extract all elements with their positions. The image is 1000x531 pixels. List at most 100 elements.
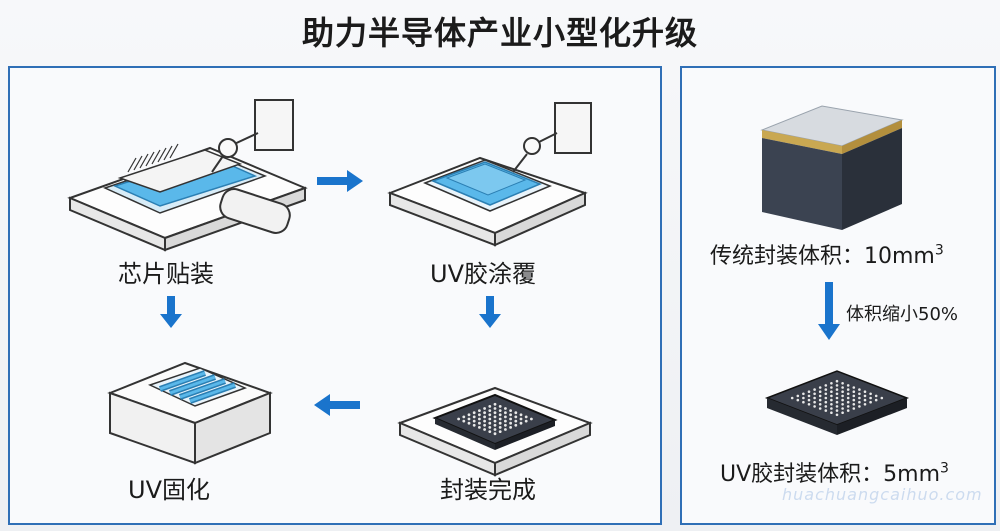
solder-ball [524, 415, 528, 419]
solder-ball [493, 402, 497, 406]
chip-mounting-illustration [67, 99, 308, 252]
solder-ball [880, 396, 884, 400]
page-title: 助力半导体产业小型化升级 [301, 14, 698, 52]
solder-ball [852, 398, 856, 402]
solder-ball [498, 426, 502, 429]
solder-ball [813, 400, 816, 404]
solder-ball [488, 421, 492, 425]
solder-ball [498, 409, 502, 412]
arrow-down-icon [818, 282, 840, 340]
solder-ball [874, 394, 878, 398]
solder-ball [869, 392, 872, 396]
process-panel: 芯片贴装 UV胶涂覆 封装完成 UV固化 [8, 66, 662, 525]
solder-ball [818, 394, 822, 398]
solder-ball [807, 403, 811, 406]
solder-ball [858, 392, 861, 396]
solder-ball [830, 382, 833, 385]
solder-ball [483, 428, 486, 431]
solder-ball [818, 398, 822, 402]
solder-ball [858, 405, 861, 408]
solder-ball [514, 415, 518, 419]
solder-ball [504, 407, 507, 410]
solder-ball [852, 407, 856, 410]
solder-ball [841, 403, 844, 406]
solder-ball [483, 407, 486, 410]
solder-ball [504, 423, 507, 427]
solder-ball [790, 396, 794, 400]
solder-ball [509, 409, 512, 412]
solder-ball [841, 407, 844, 410]
solder-ball [498, 405, 502, 408]
solder-ball [863, 390, 867, 393]
solder-ball [462, 415, 466, 419]
solder-ball [852, 386, 856, 389]
package-complete-illustration [397, 386, 593, 477]
solder-ball [830, 407, 833, 410]
step-label-package-complete: 封装完成 [440, 476, 536, 504]
step-label-uv-curing: UV固化 [128, 476, 210, 504]
solder-ball [841, 394, 844, 398]
solder-ball [493, 432, 497, 436]
step-label-uv-coating: UV胶涂覆 [430, 260, 536, 288]
solder-ball [824, 400, 828, 404]
solder-ball [846, 400, 850, 404]
solder-ball [478, 409, 481, 412]
solder-ball [493, 415, 497, 419]
solder-ball [472, 415, 476, 419]
solder-ball [846, 396, 850, 400]
solder-ball [863, 398, 867, 402]
solder-ball [835, 405, 839, 408]
solder-ball [824, 392, 828, 396]
solder-ball [530, 417, 533, 421]
solder-ball [457, 417, 460, 421]
solder-ball [483, 415, 486, 419]
solder-ball [504, 411, 507, 415]
solder-ball [493, 428, 497, 431]
solder-ball [869, 396, 872, 400]
solder-ball [504, 428, 507, 431]
solder-ball [509, 417, 512, 421]
solder-ball [841, 386, 844, 389]
solder-ball [835, 384, 839, 387]
solder-ball [483, 411, 486, 415]
uv-coating-illustration [387, 102, 592, 247]
solder-ball [824, 409, 828, 412]
uv-package-chip-illustration [764, 370, 910, 435]
solder-ball [824, 396, 828, 400]
solder-ball [488, 426, 492, 429]
uv-volume-label: UV胶封装体积：5mm3 [720, 460, 949, 487]
solder-ball [504, 415, 507, 419]
solder-ball [488, 405, 492, 408]
solder-ball [824, 384, 828, 387]
solder-ball [472, 411, 476, 415]
solder-ball [852, 403, 856, 406]
arrow-down-icon [479, 296, 501, 328]
solder-ball [835, 379, 839, 383]
solder-ball [818, 407, 822, 410]
solder-ball [478, 421, 481, 425]
solder-ball [835, 409, 839, 412]
solder-ball [813, 388, 816, 391]
solder-ball [796, 398, 800, 402]
solder-ball [846, 392, 850, 396]
solder-ball [830, 394, 833, 398]
solder-ball [509, 413, 512, 417]
solder-ball [874, 398, 878, 402]
solder-ball [472, 423, 476, 427]
solder-ball [462, 419, 466, 423]
step-label-chip-mounting: 芯片贴装 [118, 260, 214, 288]
solder-ball [841, 382, 844, 385]
solder-ball [519, 417, 523, 421]
solder-ball [863, 403, 867, 406]
solder-ball [846, 388, 850, 391]
solder-ball [830, 398, 833, 402]
solder-ball [835, 392, 839, 396]
solder-ball [478, 426, 481, 429]
solder-ball [802, 396, 805, 400]
solder-ball [483, 419, 486, 423]
solder-ball [478, 413, 481, 417]
solder-ball [514, 419, 518, 423]
solder-ball [483, 423, 486, 427]
solder-ball [858, 388, 861, 391]
solder-ball [835, 400, 839, 404]
